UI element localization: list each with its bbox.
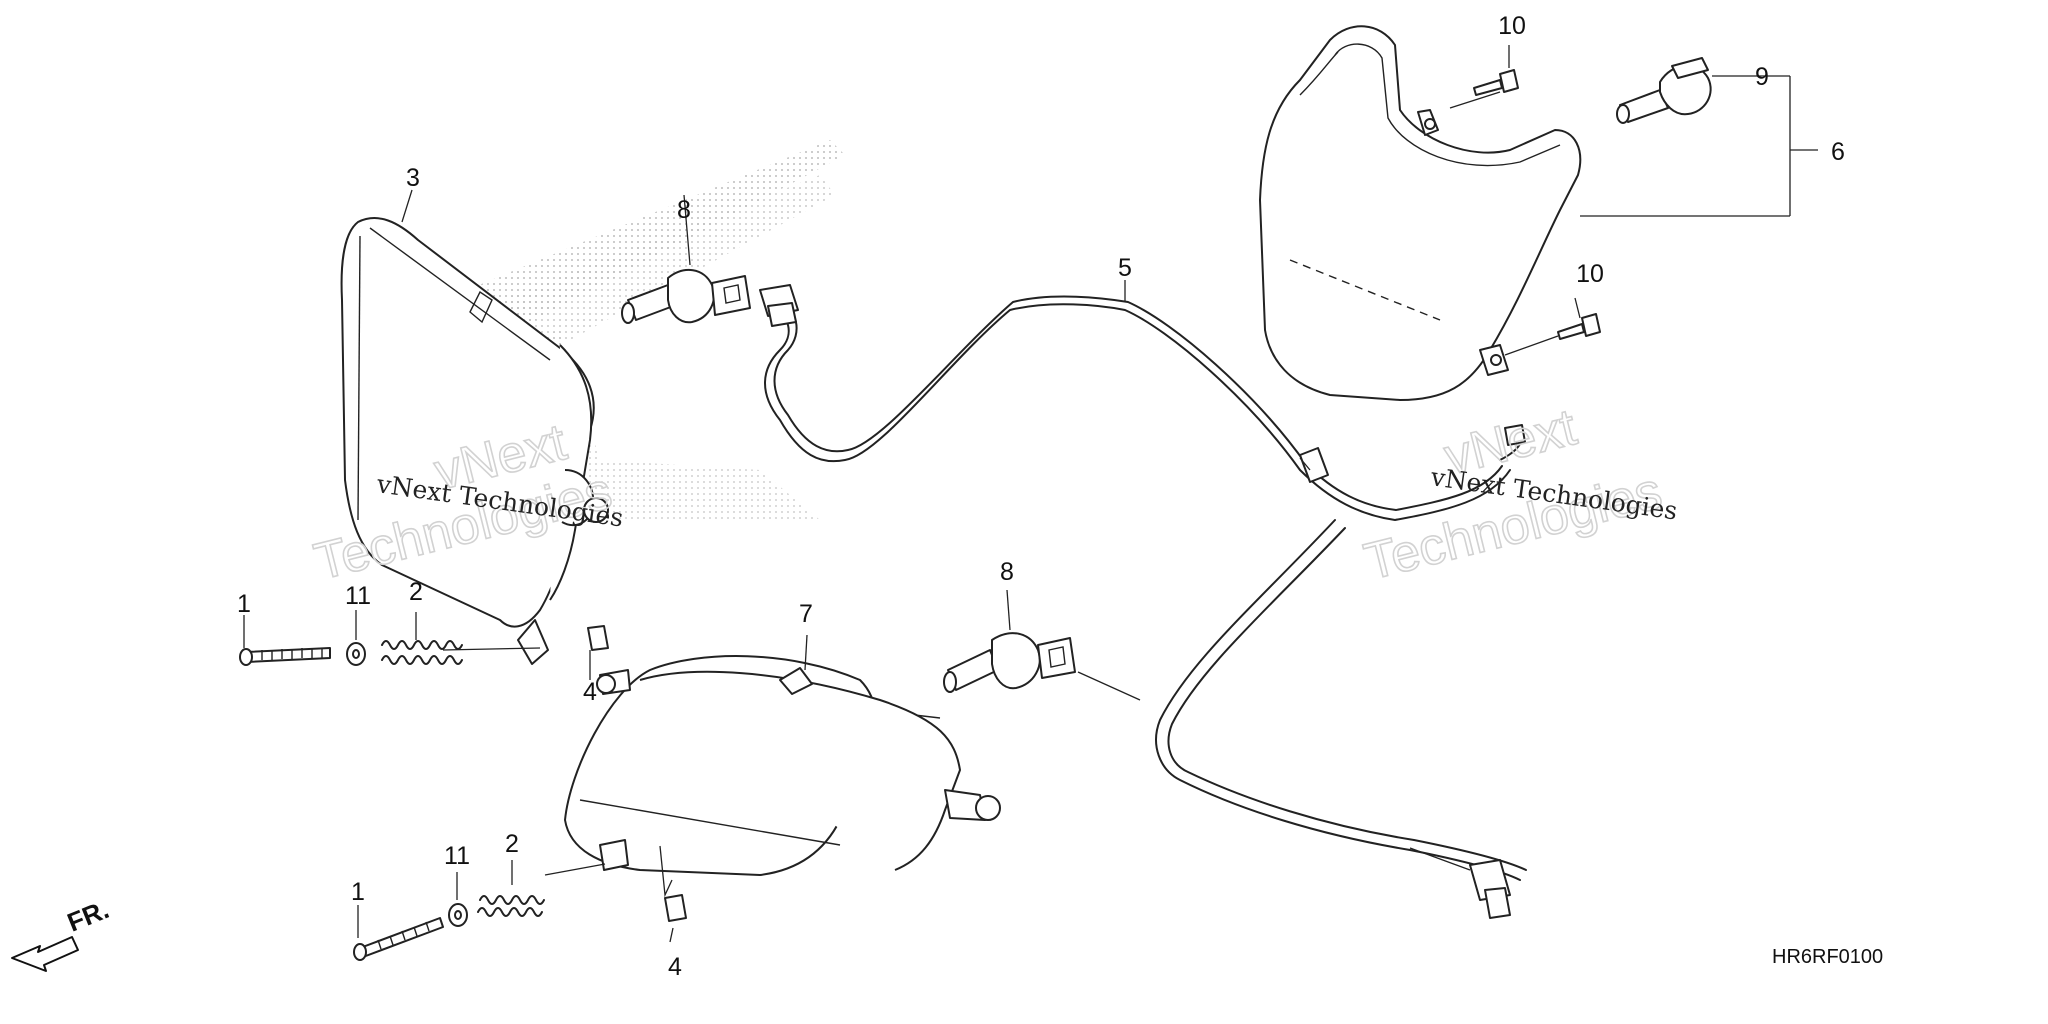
wire-harness-part-5: [759, 284, 1527, 919]
callout-labels: 1 11 2 3 4 8 8 5 7 1 11 2 4 10 10 9 6: [237, 12, 1845, 981]
bulb-part-8-lower: [943, 632, 1076, 693]
adjuster-hardware-upper: [239, 625, 609, 666]
left-headlight-part-3: [340, 217, 609, 665]
callout-10-top: 10: [1498, 12, 1526, 40]
bulb-part-8-upper: [621, 269, 751, 324]
screw-part-10-right: [1557, 313, 1601, 340]
front-label: FR.: [63, 894, 113, 938]
lower-headlight-part-7: [564, 655, 1001, 876]
callout-7: 7: [799, 600, 813, 628]
callout-3: 3: [406, 164, 420, 192]
callout-6: 6: [1831, 138, 1845, 166]
screw-part-10-top: [1473, 69, 1519, 96]
callout-2-upper: 2: [409, 578, 423, 606]
callout-11-upper: 11: [345, 582, 371, 610]
callout-9: 9: [1755, 63, 1769, 91]
callout-8-upper: 8: [677, 196, 691, 224]
callout-2-lower: 2: [505, 830, 519, 858]
front-direction-arrow: FR.: [11, 894, 113, 972]
rear-lamp-part-6: [1259, 25, 1582, 401]
adjuster-hardware-lower: [353, 894, 687, 961]
callout-4-upper: 4: [583, 678, 597, 706]
callout-10-right: 10: [1576, 260, 1604, 288]
callout-4-lower: 4: [668, 953, 682, 981]
callout-1-lower: 1: [351, 878, 365, 906]
leader-lines: [243, 45, 1818, 943]
callout-1-upper: 1: [237, 590, 251, 618]
callout-5: 5: [1118, 254, 1132, 282]
diagram-code: HR6RF0100: [1772, 946, 1883, 968]
callout-8-lower: 8: [1000, 558, 1014, 586]
callout-11-lower: 11: [444, 842, 470, 870]
rear-bulb-part-9: [1616, 57, 1712, 124]
